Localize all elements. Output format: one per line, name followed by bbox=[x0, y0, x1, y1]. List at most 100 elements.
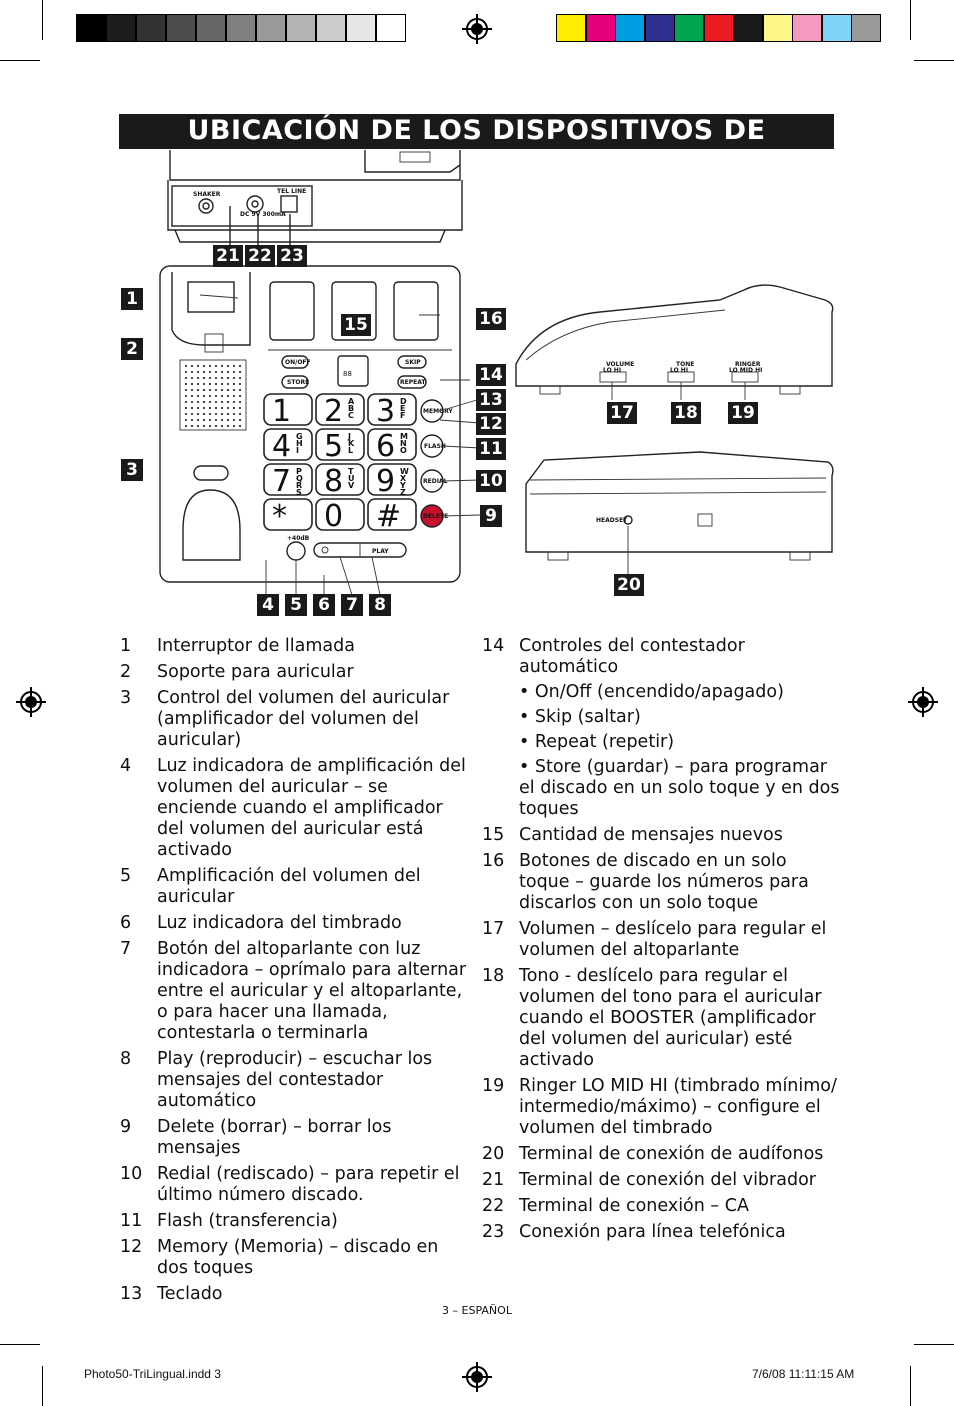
item-number: 10 bbox=[120, 1164, 143, 1184]
key-letter: I bbox=[296, 446, 299, 455]
key-letter: L bbox=[348, 446, 353, 455]
item-text: Volumen – deslícelo para regular el volu… bbox=[519, 919, 827, 960]
color-swatch bbox=[256, 14, 286, 42]
telline-label: TEL LINE bbox=[277, 188, 306, 195]
callout-14: 14 bbox=[476, 364, 506, 386]
callout-23: 23 bbox=[277, 245, 307, 267]
memory-button-label: MEMORY bbox=[423, 408, 453, 415]
key-letter: J bbox=[347, 432, 351, 441]
sub-item: • Store (guardar) – para programar el di… bbox=[519, 757, 840, 819]
item-text: Luz indicadora del timbrado bbox=[157, 913, 402, 933]
color-swatch bbox=[196, 14, 226, 42]
key-letter: Y bbox=[399, 481, 406, 490]
registration-mark-icon bbox=[462, 1362, 492, 1392]
delete-button-label: DELETE bbox=[423, 513, 448, 520]
ringer-slider-label: RINGER bbox=[735, 361, 761, 368]
item-text: Memory (Memoria) – discado en dos toques bbox=[157, 1237, 439, 1278]
registration-mark-icon bbox=[908, 687, 938, 717]
item-text: Terminal de conexión – CA bbox=[519, 1196, 749, 1216]
registration-mark-icon bbox=[16, 687, 46, 717]
key-digit: # bbox=[376, 499, 401, 534]
key-digit: 3 bbox=[376, 394, 395, 429]
list-item: 7 Botón del altoparlante con luz indicado… bbox=[120, 939, 472, 1044]
key-letter: A bbox=[348, 397, 355, 406]
file-slug: Photo50-TriLingual.indd 3 bbox=[84, 1367, 221, 1381]
callout-2: 2 bbox=[121, 338, 143, 360]
redial-button-label: REDIAL bbox=[423, 478, 448, 485]
callout-21: 21 bbox=[213, 245, 243, 267]
page-title-bar: UBICACIÓN DE LOS DISPOSITIVOS DE CONTROL bbox=[119, 114, 834, 177]
plus40db-label: +40dB bbox=[287, 535, 310, 542]
color-swatch bbox=[136, 14, 166, 42]
page-footer: 3 – ESPAÑOL bbox=[442, 1304, 512, 1317]
sub-item: • On/Off (encendido/apagado) bbox=[519, 682, 784, 702]
callout-4: 4 bbox=[257, 594, 279, 616]
key-letter: G bbox=[296, 432, 303, 441]
item-number: 23 bbox=[482, 1222, 505, 1242]
keypad-key-0[interactable]: 0 bbox=[315, 498, 365, 534]
item-text: Terminal de conexión de audífonos bbox=[519, 1144, 824, 1164]
item-text: Delete (borrar) – borrar los mensajes bbox=[157, 1117, 392, 1158]
item-number: 22 bbox=[482, 1196, 505, 1216]
key-letter: R bbox=[296, 481, 302, 490]
list-item: 14 Controles del contestador automático … bbox=[482, 636, 842, 820]
callout-12: 12 bbox=[476, 413, 506, 435]
color-swatch bbox=[226, 14, 256, 42]
keypad-key-*[interactable]: * bbox=[263, 498, 313, 534]
ringer-lomidhi-label: LO MID HI bbox=[729, 367, 762, 374]
item-text: Botón del altoparlante con luz indicador… bbox=[157, 939, 467, 1043]
item-text: Botones de discado en un solo toque – gu… bbox=[519, 851, 809, 913]
callout-22: 22 bbox=[245, 245, 275, 267]
phone-side-view-bottom: HEADSET bbox=[525, 451, 834, 574]
callout-16: 16 bbox=[476, 308, 506, 330]
item-number: 9 bbox=[120, 1117, 132, 1137]
callout-8: 8 bbox=[369, 594, 391, 616]
page-title: UBICACIÓN DE LOS DISPOSITIVOS DE CONTROL bbox=[187, 115, 766, 177]
key-letter: E bbox=[400, 404, 405, 413]
sub-item: • Repeat (repetir) bbox=[519, 732, 675, 752]
color-swatch bbox=[166, 14, 196, 42]
callout-15: 15 bbox=[341, 314, 371, 336]
keypad-key-1[interactable]: 1 bbox=[263, 393, 313, 429]
item-text: Conexión para línea telefónica bbox=[519, 1222, 786, 1242]
callout-19: 19 bbox=[728, 402, 758, 424]
key-letter: S bbox=[296, 488, 302, 497]
color-swatch bbox=[674, 14, 704, 42]
item-number: 21 bbox=[482, 1170, 505, 1190]
callout-1: 1 bbox=[121, 288, 143, 310]
key-letter: Z bbox=[400, 488, 406, 497]
key-digit: 0 bbox=[324, 499, 343, 534]
key-letter: U bbox=[348, 474, 355, 483]
key-letter: Q bbox=[296, 474, 303, 483]
item-number: 7 bbox=[120, 939, 132, 959]
callout-10: 10 bbox=[476, 470, 506, 492]
keypad-key-#[interactable]: # bbox=[367, 498, 417, 534]
play-button-label: PLAY bbox=[372, 548, 389, 555]
color-swatch bbox=[703, 14, 734, 42]
item-number: 14 bbox=[482, 636, 505, 656]
item-number: 19 bbox=[482, 1076, 505, 1096]
key-letter: X bbox=[400, 474, 407, 483]
key-digit: 7 bbox=[272, 464, 291, 499]
key-letter: H bbox=[296, 439, 303, 448]
item-number: 8 bbox=[120, 1049, 132, 1069]
